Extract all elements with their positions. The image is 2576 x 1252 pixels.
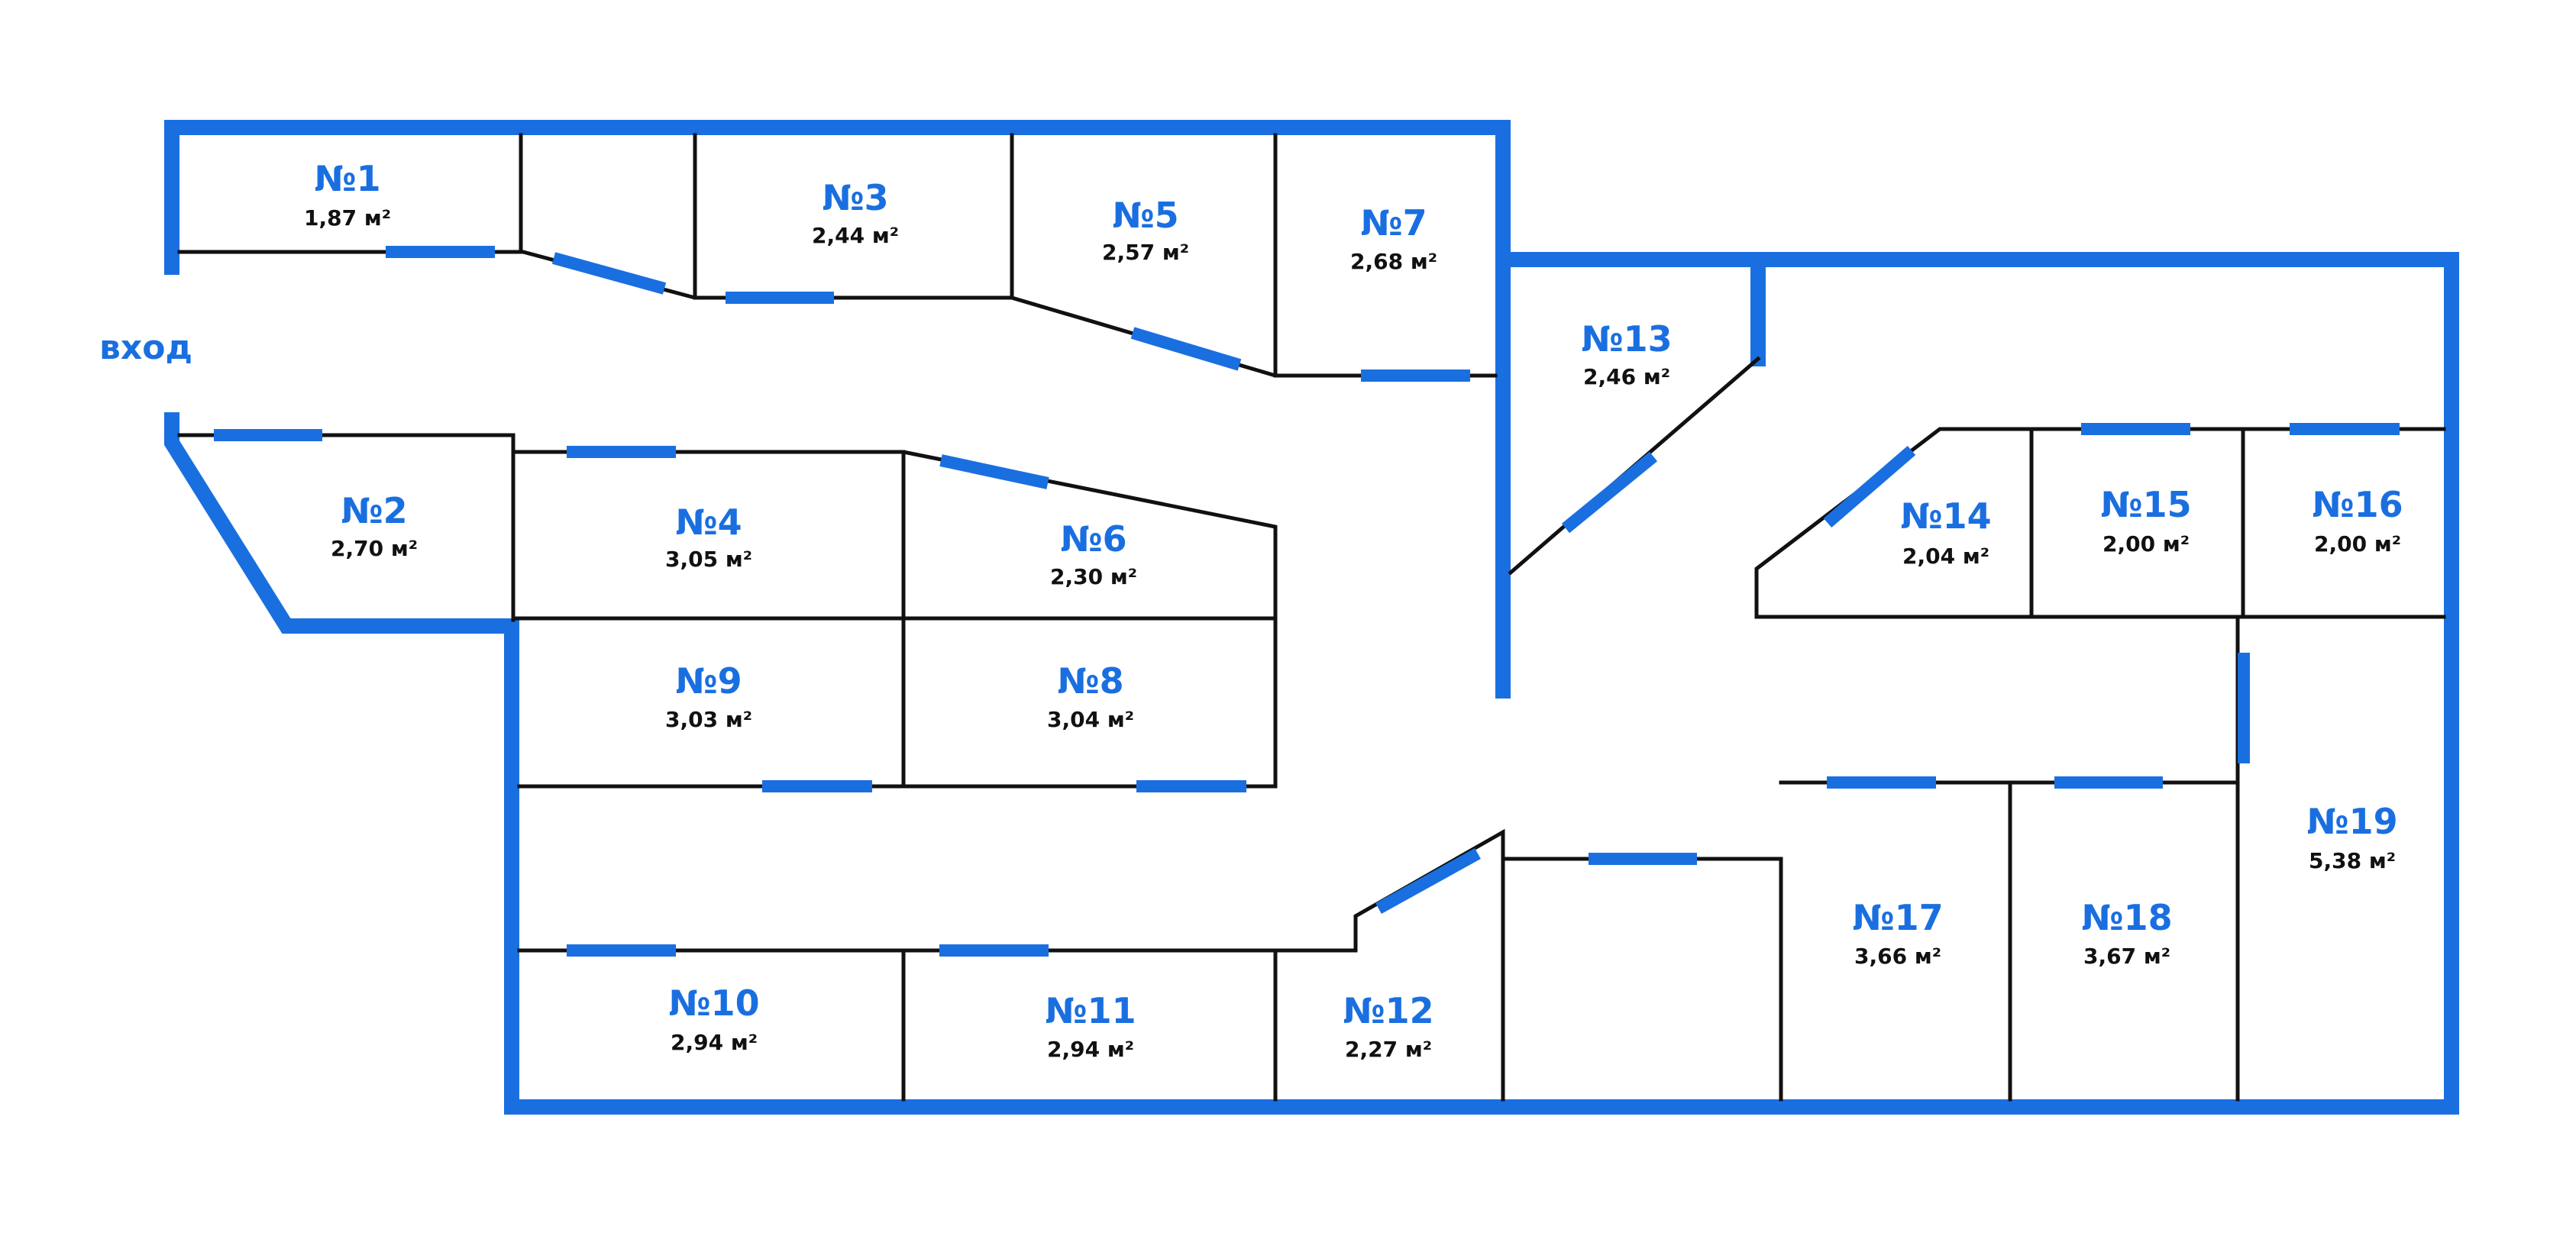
door-room-13 — [1561, 451, 1658, 534]
room-1-area: 1,87 м² — [304, 205, 391, 231]
room-19-number: №19 — [2306, 801, 2397, 842]
room-18-area: 3,67 м² — [2083, 944, 2170, 969]
room-19-area: 5,38 м² — [2309, 848, 2396, 873]
room-15-area: 2,00 м² — [2102, 531, 2190, 557]
room-2-number: №2 — [341, 490, 407, 531]
room-1-number: №1 — [314, 158, 380, 199]
room-11-area: 2,94 м² — [1047, 1037, 1134, 1062]
room-9-area: 3,03 м² — [665, 707, 752, 732]
doors — [214, 246, 2400, 957]
room-17-area: 3,66 м² — [1854, 944, 1941, 969]
door-room-1a — [551, 252, 667, 295]
door-room-6 — [939, 454, 1049, 489]
entrance-label: вход — [99, 328, 192, 367]
room-10-number: №10 — [668, 983, 759, 1024]
room-2-area: 2,70 м² — [331, 536, 418, 561]
room-4-number: №4 — [675, 502, 742, 543]
door-room-12 — [1375, 848, 1481, 914]
inner-walls — [177, 133, 2446, 1102]
room-17-number: №17 — [1852, 897, 1943, 938]
room-6-number: №6 — [1060, 518, 1126, 560]
room-5-number: №5 — [1112, 195, 1178, 236]
room-8-area: 3,04 м² — [1047, 707, 1134, 732]
room-16-area: 2,00 м² — [2314, 531, 2401, 557]
room-labels: №1 1,87 м² №2 2,70 м² №3 2,44 м² №4 3,05… — [304, 158, 2403, 1062]
room-14-number: №14 — [1900, 495, 1991, 537]
door-room-5 — [1130, 327, 1242, 371]
outer-wall-top — [164, 120, 2459, 1115]
room-11-number: №11 — [1045, 990, 1136, 1031]
room-3-number: №3 — [822, 177, 888, 218]
door-room-14 — [1823, 445, 1916, 528]
room-12-number: №12 — [1343, 990, 1433, 1031]
room-14-area: 2,04 м² — [1902, 544, 1989, 569]
room-10-area: 2,94 м² — [671, 1030, 758, 1055]
room-8-number: №8 — [1057, 660, 1123, 702]
room-7-area: 2,68 м² — [1350, 249, 1437, 274]
room-15-number: №15 — [2100, 484, 2191, 525]
room-13-area: 2,46 м² — [1583, 364, 1670, 389]
room-5-area: 2,57 м² — [1102, 240, 1189, 265]
outer-walls — [164, 120, 2459, 1115]
room-13-number: №13 — [1581, 318, 1672, 360]
room-16-number: №16 — [2312, 484, 2403, 525]
room-3-area: 2,44 м² — [812, 223, 899, 248]
room-9-number: №9 — [675, 660, 742, 702]
room-18-number: №18 — [2081, 897, 2172, 938]
room-4-area: 3,05 м² — [665, 547, 752, 572]
room-12-area: 2,27 м² — [1345, 1037, 1432, 1062]
room-6-area: 2,30 м² — [1050, 564, 1137, 589]
room-7-number: №7 — [1360, 202, 1427, 244]
